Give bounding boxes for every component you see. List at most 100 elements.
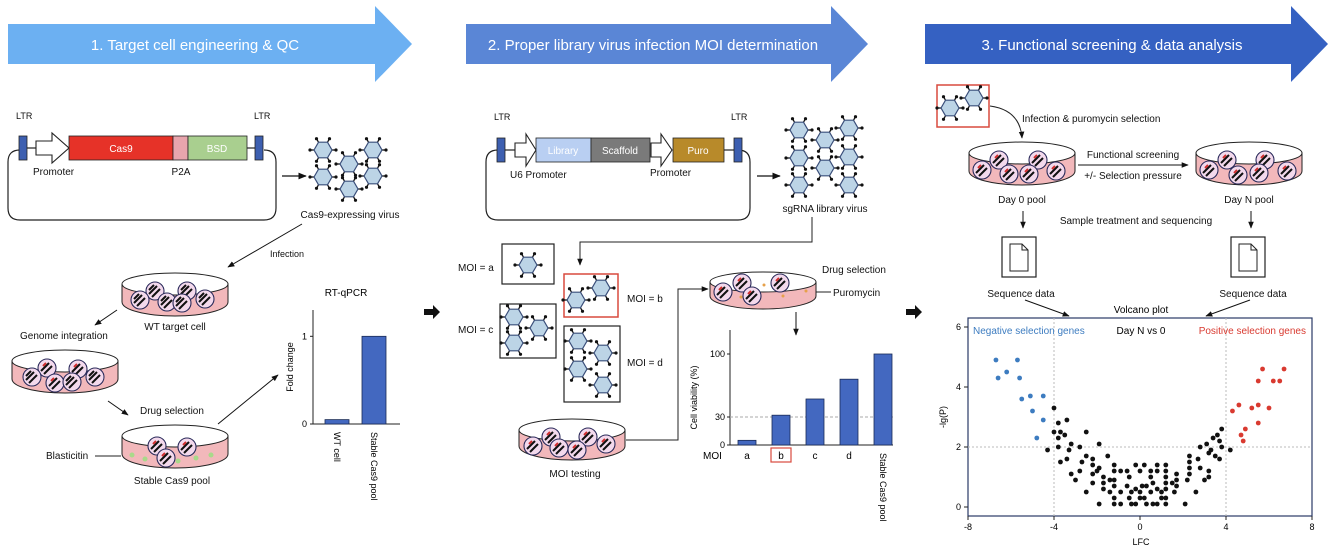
gene-point <box>1197 465 1203 471</box>
gene-point <box>1204 441 1210 447</box>
blasticitin-label: Blasticitin <box>46 451 88 462</box>
gene-point <box>1118 489 1124 495</box>
gene-point <box>1159 489 1164 495</box>
negative-gene-point <box>1004 369 1010 375</box>
day-n-pool-dish: Day N pool <box>1195 141 1303 206</box>
gene-point <box>1064 417 1070 423</box>
cas9-label: Cas9 <box>109 144 133 155</box>
gene-point <box>1055 420 1061 426</box>
chart-title: RT-qPCR <box>325 288 368 299</box>
gene-point <box>1083 489 1089 495</box>
gene-point <box>1090 456 1096 462</box>
scaffold-block <box>590 137 651 163</box>
gene-point <box>1077 468 1083 474</box>
positive-gene-point <box>1281 366 1287 372</box>
gene-point <box>1055 435 1061 441</box>
moi-b-box: MOI = b <box>560 273 663 318</box>
x-tick-label: 0 <box>1137 522 1142 532</box>
gene-point <box>1144 483 1149 489</box>
y-axis-label: Cell viability (%) <box>689 365 699 429</box>
library-label: Library <box>548 146 579 157</box>
gene-point <box>1215 432 1220 438</box>
gene-point <box>1148 489 1154 495</box>
gene-point <box>1150 501 1156 507</box>
x-tick-label: WT cell <box>332 432 342 462</box>
ltr-right-label: LTR <box>731 112 748 122</box>
gene-point <box>1083 453 1089 459</box>
moi-a-label: MOI = a <box>458 263 494 274</box>
gene-point <box>1212 453 1218 459</box>
x-tick-label: c <box>813 451 818 462</box>
bar <box>324 419 350 425</box>
functional-screening-label: Functional screening <box>1087 150 1179 161</box>
positive-gene-point <box>1238 432 1244 438</box>
bar <box>805 398 825 446</box>
positive-gene-point <box>1270 378 1276 384</box>
stable-cas9-dish: Blasticitin Stable Cas9 pool <box>46 424 229 487</box>
gene-point <box>1141 495 1147 501</box>
x-tick-label: 4 <box>1223 522 1228 532</box>
x-tick-label: a <box>744 451 750 462</box>
y-tick-label: 1 <box>302 331 307 341</box>
negative-gene-point <box>1027 393 1033 399</box>
bar <box>771 414 791 446</box>
ltr-right-block <box>254 135 264 161</box>
bar <box>737 439 757 446</box>
moi-b-label: MOI = b <box>627 294 663 305</box>
gene-point <box>1111 495 1117 501</box>
gene-point <box>1182 501 1188 507</box>
gene-point <box>1105 453 1111 459</box>
x-tick-label: -8 <box>964 522 972 532</box>
gene-point <box>1111 501 1117 507</box>
gene-point <box>1064 456 1070 462</box>
gene-point <box>1062 432 1068 438</box>
promoter-label: Promoter <box>33 167 75 178</box>
highlight-box <box>770 447 792 463</box>
y-tick-label: 0 <box>720 440 725 450</box>
gene-point <box>1073 477 1078 483</box>
ltr-right-label: LTR <box>254 111 271 121</box>
x-axis-label: LFC <box>1132 537 1150 547</box>
bar <box>839 378 859 446</box>
gene-point <box>1111 477 1117 483</box>
gene-point <box>1187 459 1192 465</box>
gene-point <box>1111 468 1117 474</box>
gene-point <box>1045 447 1050 453</box>
library-block <box>535 137 592 163</box>
gene-point <box>1154 468 1160 474</box>
step-3-arrow: 3. Functional screening & data analysis <box>925 6 1328 82</box>
positive-gene-point <box>1255 378 1261 384</box>
gene-point <box>1101 480 1106 486</box>
x-tick-label: -4 <box>1050 522 1058 532</box>
gene-point <box>1163 480 1169 486</box>
puromycin-label: Puromycin <box>833 288 880 299</box>
gene-point <box>1197 444 1203 450</box>
cas9-block <box>68 135 174 161</box>
gene-point <box>1172 489 1177 495</box>
gene-point <box>1187 465 1192 471</box>
negative-gene-point <box>1030 408 1035 414</box>
x-tick-label: b <box>778 451 784 462</box>
gene-point <box>1068 471 1074 477</box>
gene-point <box>1111 462 1117 468</box>
gene-point <box>1144 501 1149 507</box>
moi-testing-dish: MOI testing <box>518 418 626 480</box>
selected-moi-box <box>934 84 990 128</box>
library-vector: LTR LTR U6 Promoter Library Scaffold Pro… <box>485 112 751 221</box>
gene-point <box>1210 435 1216 441</box>
sequence-data-left-icon <box>1001 236 1037 278</box>
gene-point <box>1187 453 1192 459</box>
x-tick-label: d <box>846 451 852 462</box>
wt-target-cell-label: WT target cell <box>144 322 206 333</box>
gene-point <box>1141 462 1147 468</box>
cas9-virus-label: Cas9-expressing virus <box>301 210 400 221</box>
promoter-label: Promoter <box>650 168 692 179</box>
gene-point <box>1187 471 1192 477</box>
x-tick-label: 8 <box>1309 522 1314 532</box>
day-0-pool-label: Day 0 pool <box>998 195 1046 206</box>
gene-point <box>1068 441 1074 447</box>
sequence-data-right-icon <box>1230 236 1266 278</box>
ltr-left-label: LTR <box>16 111 33 121</box>
gene-point <box>1137 468 1143 474</box>
